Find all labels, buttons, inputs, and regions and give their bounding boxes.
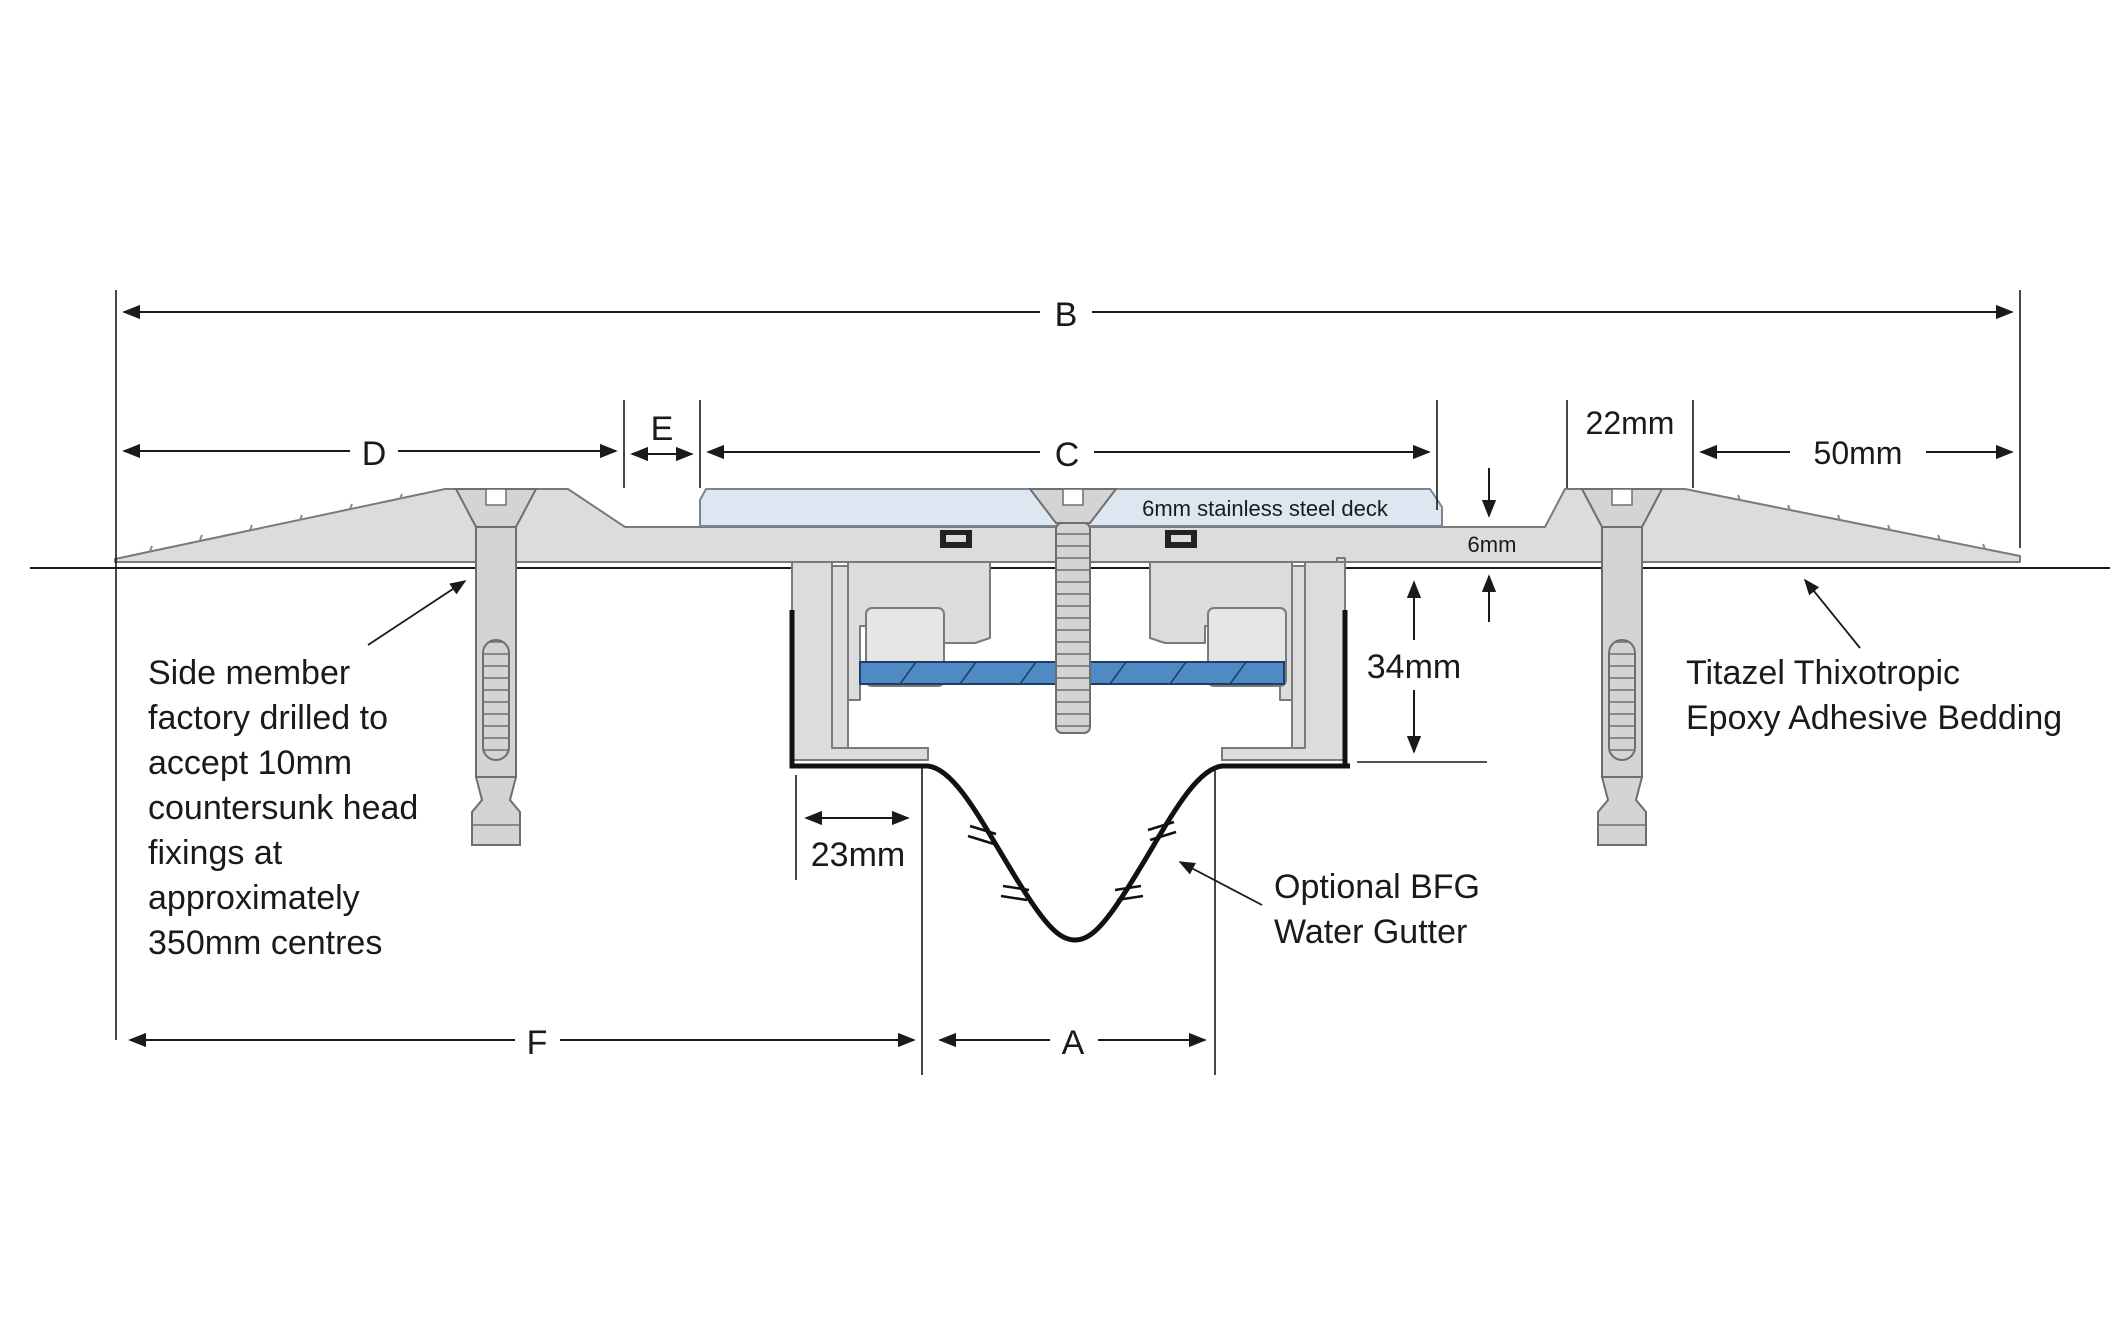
center-screw-head bbox=[1027, 488, 1119, 524]
dim-23mm-label: 23mm bbox=[811, 836, 905, 874]
bedding-leader bbox=[1803, 578, 1861, 649]
right-gutter-lip bbox=[1222, 610, 1348, 769]
left-gutter-lip bbox=[789, 610, 928, 769]
right-channel-wall bbox=[1221, 561, 1346, 761]
dim-D-label: D bbox=[362, 435, 387, 473]
dim-A-label: A bbox=[1062, 1024, 1085, 1062]
dim-E-label: E bbox=[651, 410, 674, 448]
dim-C-label: C bbox=[1055, 436, 1080, 474]
center-screw-slot bbox=[1062, 488, 1084, 506]
ramp-ridges bbox=[149, 493, 1986, 552]
extension-lines bbox=[115, 290, 2021, 1075]
center-screw-shank bbox=[1055, 522, 1091, 734]
left-anchor-fixing bbox=[454, 488, 538, 846]
seal-clip-right bbox=[1165, 530, 1197, 548]
side-member-leader bbox=[367, 580, 467, 646]
gutter-note: Optional BFG Water Gutter bbox=[1274, 868, 1489, 951]
gutter-clip-marks bbox=[967, 820, 1177, 902]
dim-F-label: F bbox=[527, 1024, 548, 1062]
dim-50mm-label: 50mm bbox=[1814, 435, 1903, 471]
side-member-note: Side member factory drilled to accept 10… bbox=[148, 654, 428, 962]
right-anchor-fixing bbox=[1580, 488, 1664, 846]
seal-clip-left bbox=[940, 530, 972, 548]
deck-label: 6mm stainless steel deck bbox=[1142, 496, 1389, 521]
dim-B-label: B bbox=[1055, 296, 1078, 334]
gutter-leader bbox=[1178, 861, 1263, 906]
plate-hatch bbox=[899, 661, 1247, 685]
dim-34mm-label: 34mm bbox=[1367, 648, 1461, 686]
water-gutter bbox=[796, 763, 1350, 943]
dim-6mm-label: 6mm bbox=[1468, 532, 1517, 557]
dim-22mm-label: 22mm bbox=[1586, 405, 1675, 441]
bedding-note: Titazel Thixotropic Epoxy Adhesive Beddi… bbox=[1686, 654, 2062, 737]
